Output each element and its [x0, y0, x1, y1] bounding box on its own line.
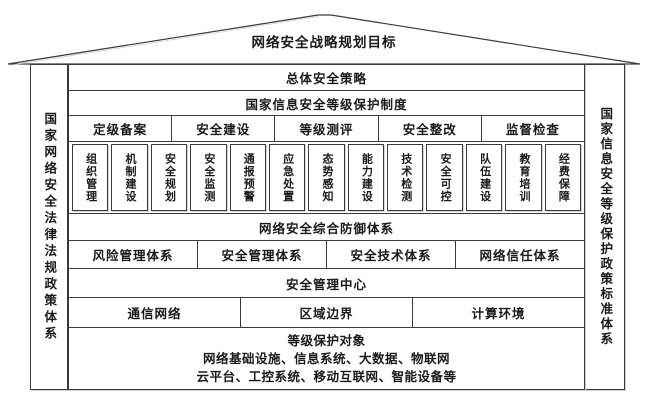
row-protection-steps: 定级备案 安全建设 等级测评 安全整改 监督检查: [69, 116, 584, 142]
defense-column-label: 组织管理: [84, 152, 97, 203]
system-cell: 安全管理体系: [197, 241, 326, 268]
protection-step-cell: 安全整改: [377, 116, 481, 141]
defense-column-label: 技术检测: [399, 152, 412, 203]
defense-column-label: 安全可控: [439, 152, 452, 203]
protected-objects-line3: 云平台、工控系统、移动互联网、智能设备等: [196, 369, 457, 384]
defense-column-cell: 能力建设: [347, 144, 385, 211]
system-cell: 网络信任体系: [455, 241, 584, 268]
defense-column-cell: 应急处置: [268, 144, 306, 211]
defense-column-cell: 态势感知: [308, 144, 345, 211]
defense-column-cell: 机制建设: [111, 144, 148, 211]
defense-column-cell: 技术检测: [387, 144, 424, 211]
defense-column-label: 能力建设: [360, 152, 373, 203]
defense-column-label: 队伍建设: [478, 152, 491, 203]
roof-title: 网络安全战略规划目标: [251, 35, 397, 50]
protection-step-cell: 监督检查: [480, 116, 584, 141]
protection-step-cell: 安全建设: [171, 116, 274, 141]
defense-column-label: 通报预警: [242, 152, 255, 203]
pillar-left-laws-policy: 国家网络安全法律法规政策体系: [30, 64, 68, 390]
row-protection-system: 国家信息安全等级保护制度: [69, 91, 584, 116]
defense-column-label: 态势感知: [321, 152, 333, 203]
environment-cell: 通信网络: [127, 307, 182, 321]
row-protected-objects: 等级保护对象 网络基础设施、信息系统、大数据、物联网 云平台、工控系统、移动互联…: [69, 328, 584, 389]
row-environments: 通信网络 区域边界 计算环境: [69, 298, 584, 328]
defense-column-label: 安全规划: [163, 152, 176, 203]
row-management-center: 安全管理中心: [69, 269, 584, 298]
environment-cell: 区域边界: [240, 298, 412, 327]
defense-column-cell: 经费保障: [544, 144, 582, 211]
defense-column-cell: 通报预警: [229, 144, 266, 211]
defense-column-label: 安全监测: [202, 152, 215, 203]
row-overall-policy: 总体安全策略: [69, 65, 584, 91]
pillar-right-standards-policy: 国家信息安全等级保护政策标准体系: [585, 64, 625, 390]
row-systems: 风险管理体系 安全管理体系 安全技术体系 网络信任体系: [69, 241, 584, 269]
defense-column-label: 机制建设: [124, 152, 137, 203]
defense-column-cell: 安全规划: [150, 144, 188, 211]
defense-column-cell: 安全可控: [426, 144, 463, 211]
defense-column-label: 教育培训: [517, 152, 530, 203]
row-defense-system: 网络安全综合防御体系: [69, 214, 584, 241]
system-cell: 安全技术体系: [326, 241, 455, 268]
protected-objects-line2: 网络基础设施、信息系统、大数据、物联网: [202, 351, 450, 366]
pillar-left-label: 国家网络安全法律法规政策体系: [42, 111, 57, 343]
protection-step-cell: 等级测评: [274, 116, 377, 141]
pillar-right-label: 国家信息安全等级保护政策标准体系: [598, 107, 613, 347]
central-stack: 总体安全策略 国家信息安全等级保护制度 定级备案 安全建设 等级测评 安全整改 …: [68, 64, 585, 390]
defense-column-cell: 教育培训: [505, 144, 542, 211]
defense-column-cell: 队伍建设: [465, 144, 503, 211]
defense-column-label: 经费保障: [557, 152, 570, 203]
protection-step-cell: 定级备案: [93, 123, 148, 137]
system-cell: 风险管理体系: [92, 249, 174, 263]
protected-objects-title: 等级保护对象: [287, 333, 366, 348]
environment-cell: 计算环境: [412, 298, 584, 327]
row-defense-columns: 组织管理 机制建设 安全规划 安全监测 通报预警 应急处置 态势感知 能力建设 …: [69, 142, 584, 214]
defense-column-label: 应急处置: [281, 152, 294, 203]
defense-column-cell: 组织管理: [71, 144, 109, 211]
defense-column-cell: 安全监测: [190, 144, 227, 211]
